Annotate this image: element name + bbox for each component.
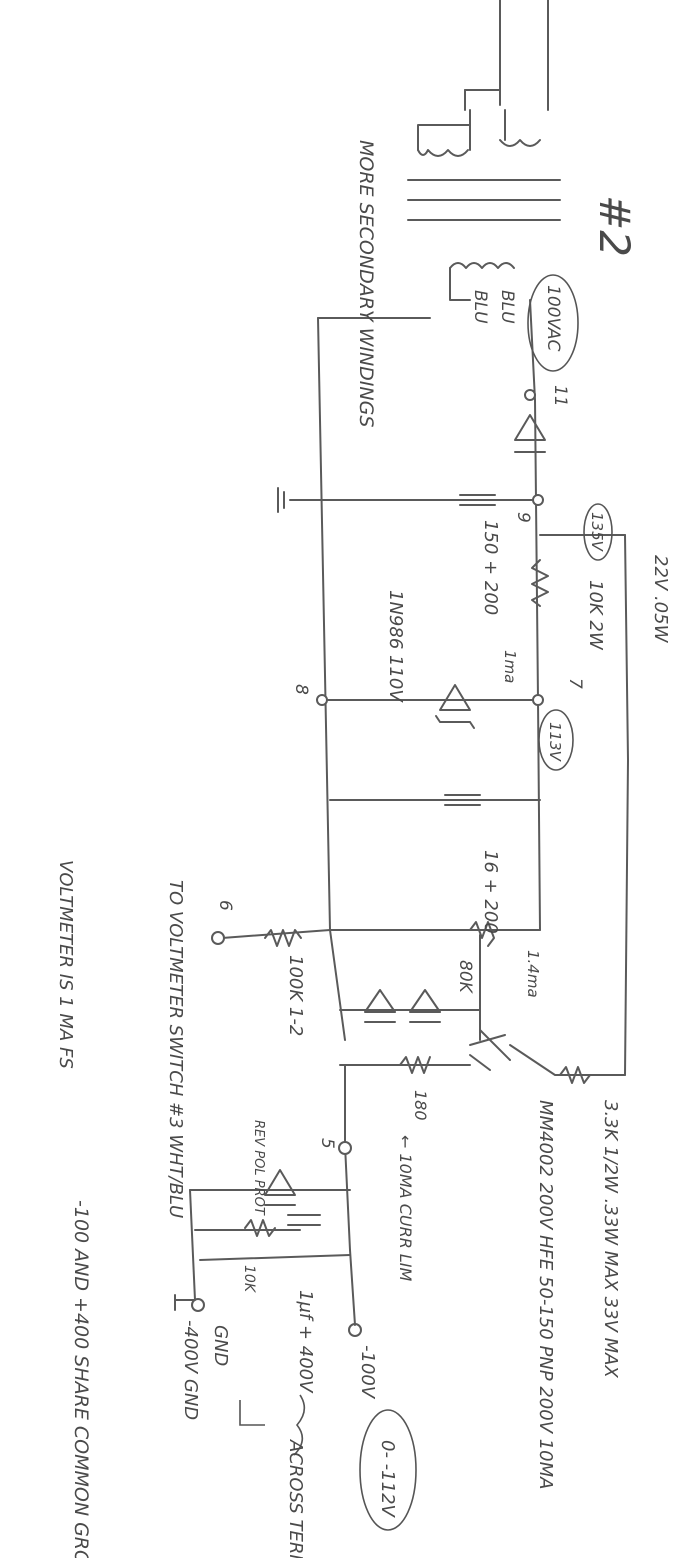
minus400v-label: -400V GND <box>180 1320 201 1420</box>
rectifier-diode <box>514 389 546 453</box>
res10k-label: 10K 2W <box>585 580 606 651</box>
v135-circle <box>583 503 613 561</box>
blu-label-2: BLU <box>497 290 517 324</box>
pin-8-label: 8 <box>291 684 311 695</box>
capacitor-1uf <box>287 1214 321 1226</box>
res10k-small-label: 10K <box>241 1265 257 1294</box>
out-range-circle <box>359 1409 417 1531</box>
capacitor-150 <box>459 494 496 506</box>
diodes-pair <box>364 989 441 1023</box>
pin-9-label: 9 <box>513 512 533 523</box>
res100k-label: 100K 1-2 <box>285 955 306 1036</box>
gnd-label: GND <box>210 1325 231 1366</box>
resistor-10k <box>531 559 549 607</box>
res33k-label: 3.3K 1/2W .33W MAX 33V MAX <box>600 1100 621 1378</box>
ground-symbol <box>277 487 285 513</box>
v135-label: 135V <box>588 512 606 553</box>
ac-voltage-circle <box>527 274 579 372</box>
v113-circle <box>538 709 574 771</box>
title-label: #2 <box>590 195 639 257</box>
across-terms-label: ACROSS TERMS <box>285 1439 306 1558</box>
pin-7-label: 7 <box>565 678 585 689</box>
cap3-label: 1µf + 400V <box>295 1290 316 1394</box>
zener-current-label: 1ma <box>501 650 519 683</box>
cap2-label: 16 + 200 <box>480 850 501 934</box>
to-voltmeter-label: TO VOLTMETER SWITCH #3 WHT/BLU <box>165 880 186 1218</box>
corner-mark <box>239 1400 265 1426</box>
bracket-mark <box>293 1394 306 1456</box>
current-limit-label: ← 10MA CURR LIM <box>396 1135 415 1282</box>
rev-pol-diode <box>264 1169 296 1206</box>
v113-label: 113V <box>546 722 564 763</box>
ac-voltage-label: 100VAC <box>543 285 563 352</box>
zener-22v-label: 22V .05W <box>650 555 671 644</box>
rev-pol-label: REV POL PROT <box>251 1120 266 1216</box>
transistor-label: MM4002 200V HFE 50-150 PNP 200V 10MA <box>535 1100 556 1489</box>
labels: #2 MORE SECONDARY WINDINGS BLU BLU 100VA… <box>55 140 671 1558</box>
current-14-label: 1.4ma <box>524 950 542 998</box>
pnp-transistor <box>469 1029 511 1071</box>
minus100v-label: -100V <box>357 1345 378 1400</box>
capacitor-16 <box>444 794 481 806</box>
shared-ground-label: -100 AND +400 SHARE COMMON GROUND <box>70 1200 92 1558</box>
res180-label: 180 <box>411 1090 430 1121</box>
voltmeter-note: VOLTMETER IS 1 MA FS <box>55 860 76 1069</box>
pin-11-label: 11 <box>550 385 570 407</box>
resistor-10k-small <box>244 1219 276 1237</box>
out-range-label: 0- -112V <box>377 1440 398 1519</box>
resistor-80k <box>469 921 495 947</box>
cap1-label: 150 + 200 <box>480 520 501 615</box>
resistor-180 <box>399 1056 431 1074</box>
blu-label-1: BLU <box>470 290 490 324</box>
terminals <box>174 494 544 1337</box>
transformer-note: MORE SECONDARY WINDINGS <box>355 140 377 427</box>
zener-diode <box>435 684 475 729</box>
resistor-3-3k <box>559 1066 591 1084</box>
pin-6-label: 6 <box>215 900 235 911</box>
res80k-label: 80K <box>455 960 475 995</box>
resistor-100k <box>264 929 302 947</box>
zener-1n986-label: 1N986 110V <box>385 590 406 703</box>
pin-5-label: 5 <box>317 1138 337 1149</box>
transformer-symbol <box>407 0 561 301</box>
